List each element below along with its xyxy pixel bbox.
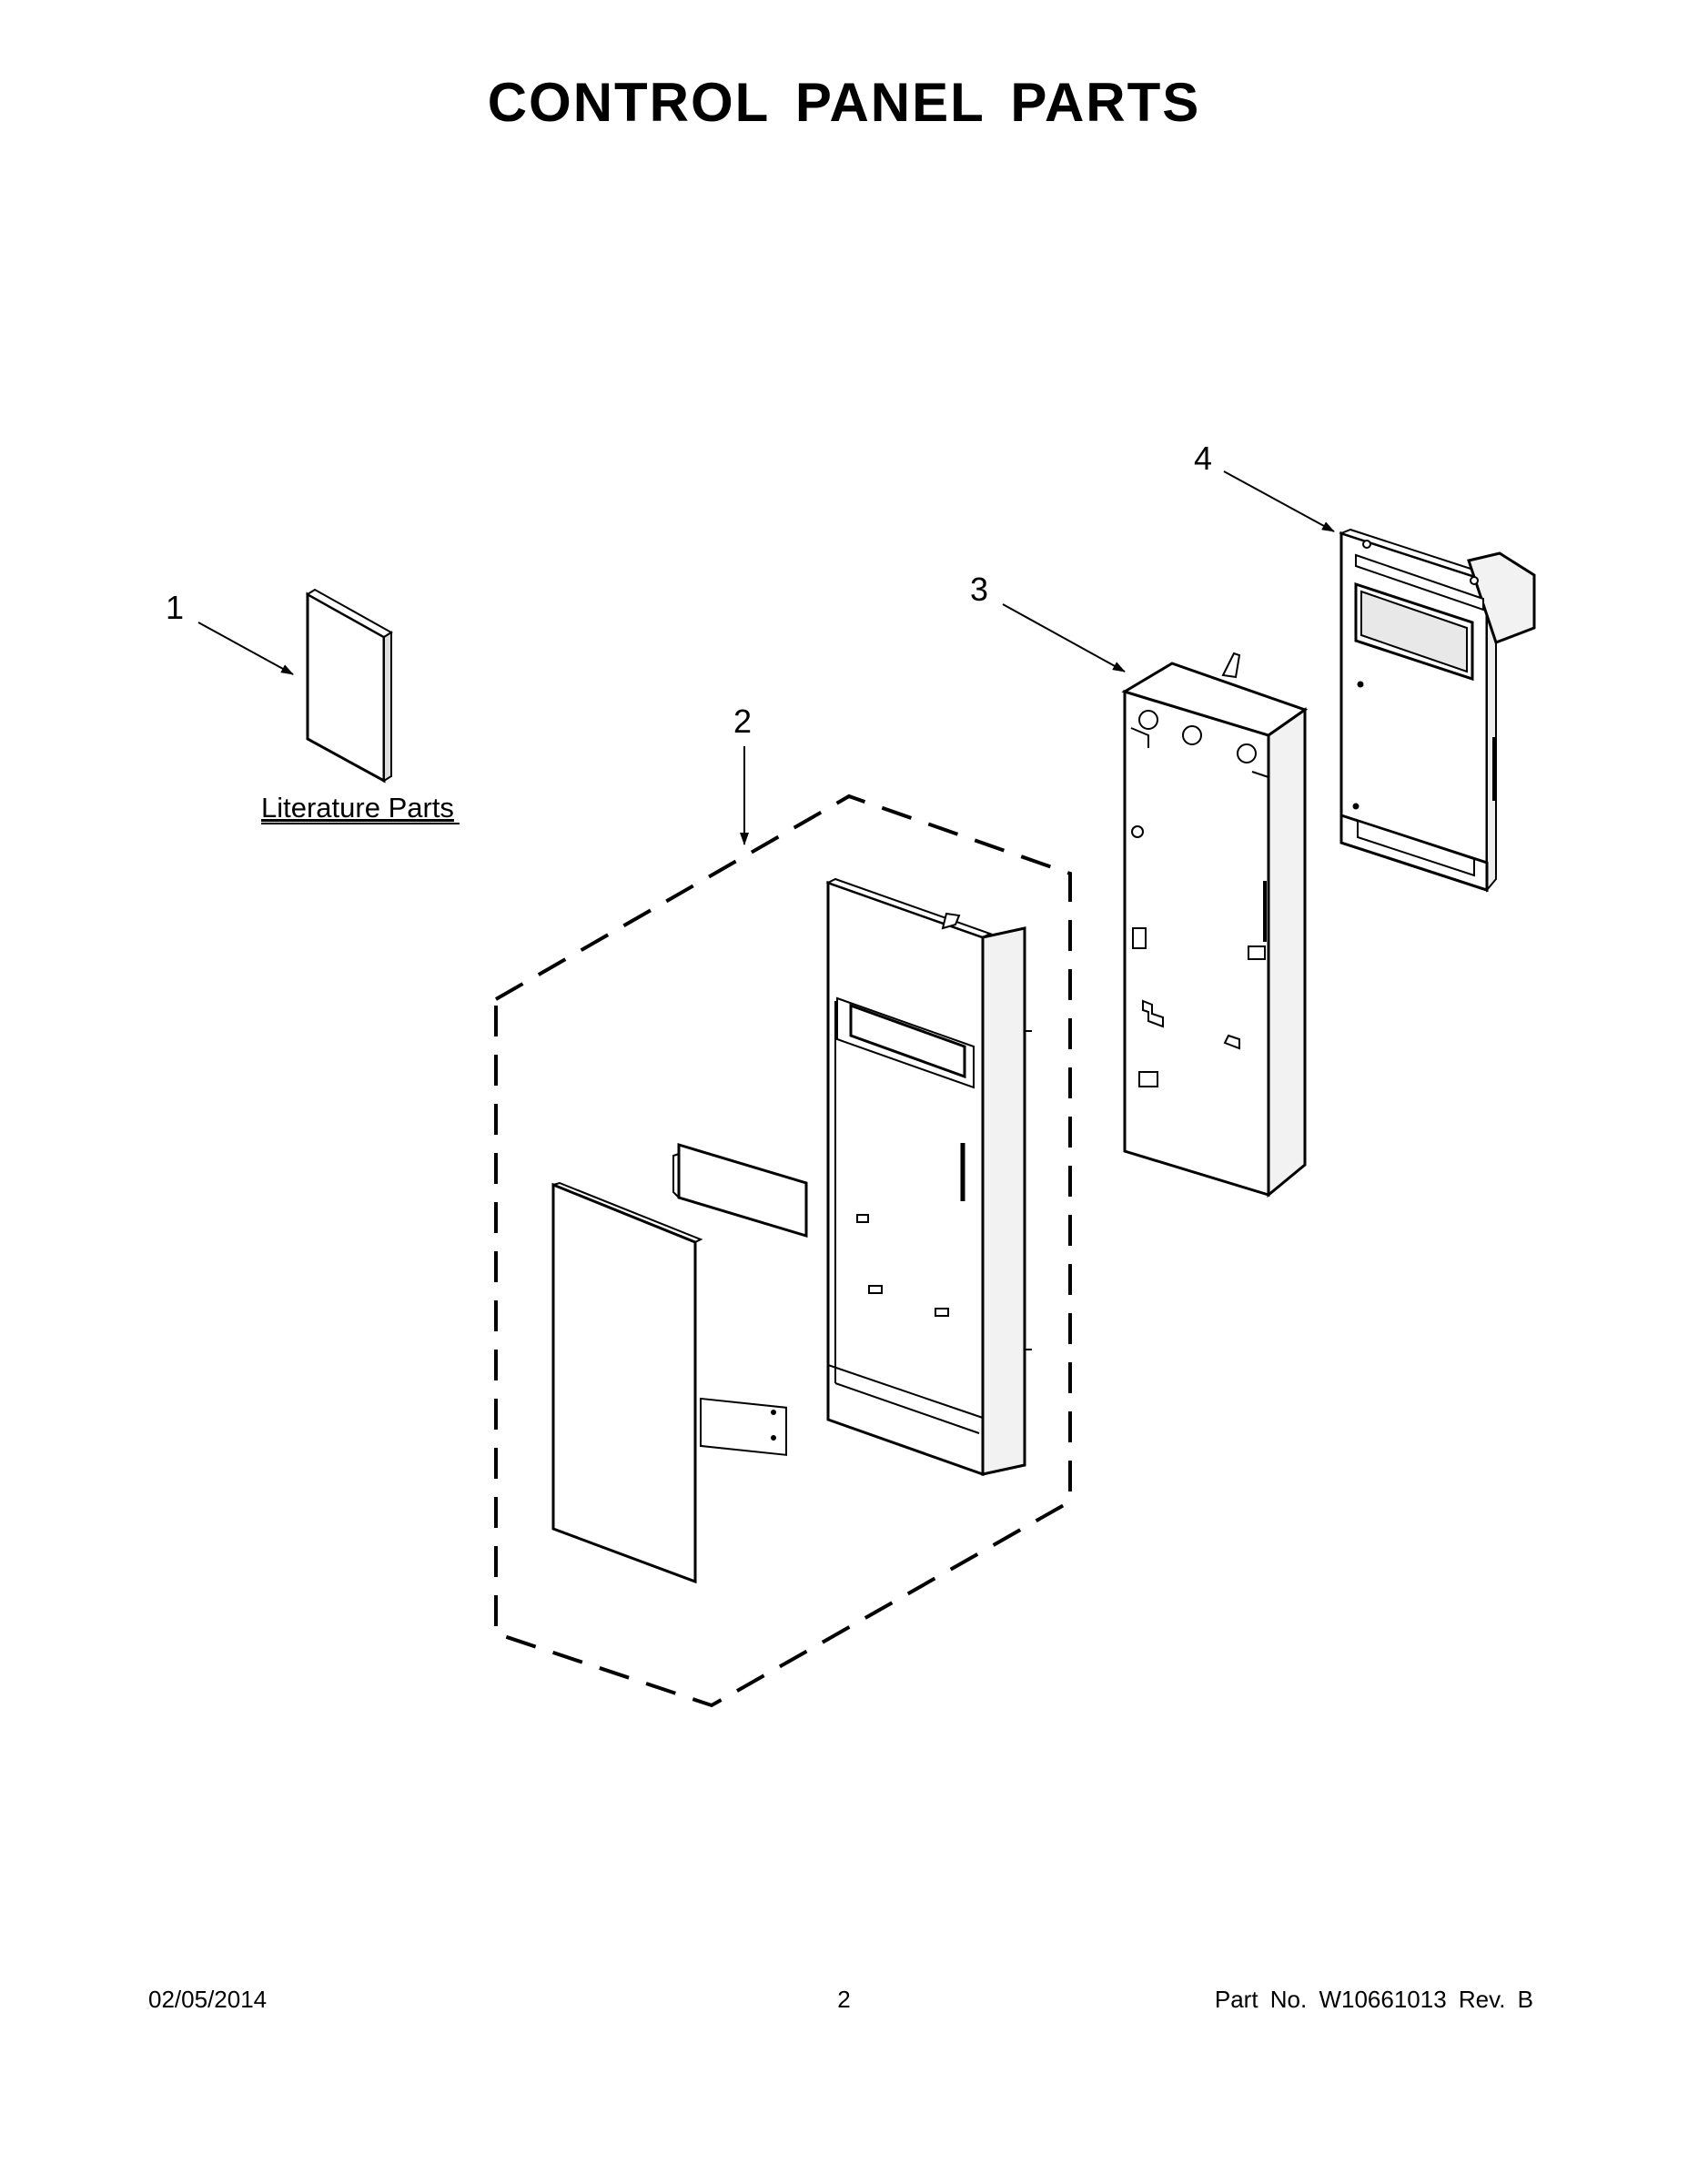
page-title: CONTROL PANEL PARTS	[487, 72, 1201, 133]
callout-1-leader	[197, 622, 294, 675]
literature-parts-label: Literature Parts	[261, 792, 454, 824]
callout-4-leader	[1223, 470, 1335, 532]
callout-4: 4	[1194, 440, 1212, 477]
control-bracket	[1121, 652, 1309, 1198]
footer-page-number: 2	[837, 1986, 851, 2013]
footer-part-number: Part No. W10661013 Rev. B	[1214, 1986, 1533, 2013]
callout-2: 2	[733, 703, 752, 740]
callout-3-leader	[1002, 603, 1126, 672]
footer-date: 02/05/2014	[148, 1986, 268, 2013]
callout-3: 3	[970, 571, 988, 608]
control-board	[1339, 528, 1536, 893]
literature-booklet	[306, 588, 393, 784]
control-panel-frame	[825, 877, 1032, 1477]
overlay-panel	[551, 1182, 697, 1584]
assembly-boundary	[494, 794, 1072, 1708]
display-window	[677, 1142, 808, 1239]
callout-1: 1	[166, 589, 184, 626]
shield-plate	[700, 1397, 787, 1456]
